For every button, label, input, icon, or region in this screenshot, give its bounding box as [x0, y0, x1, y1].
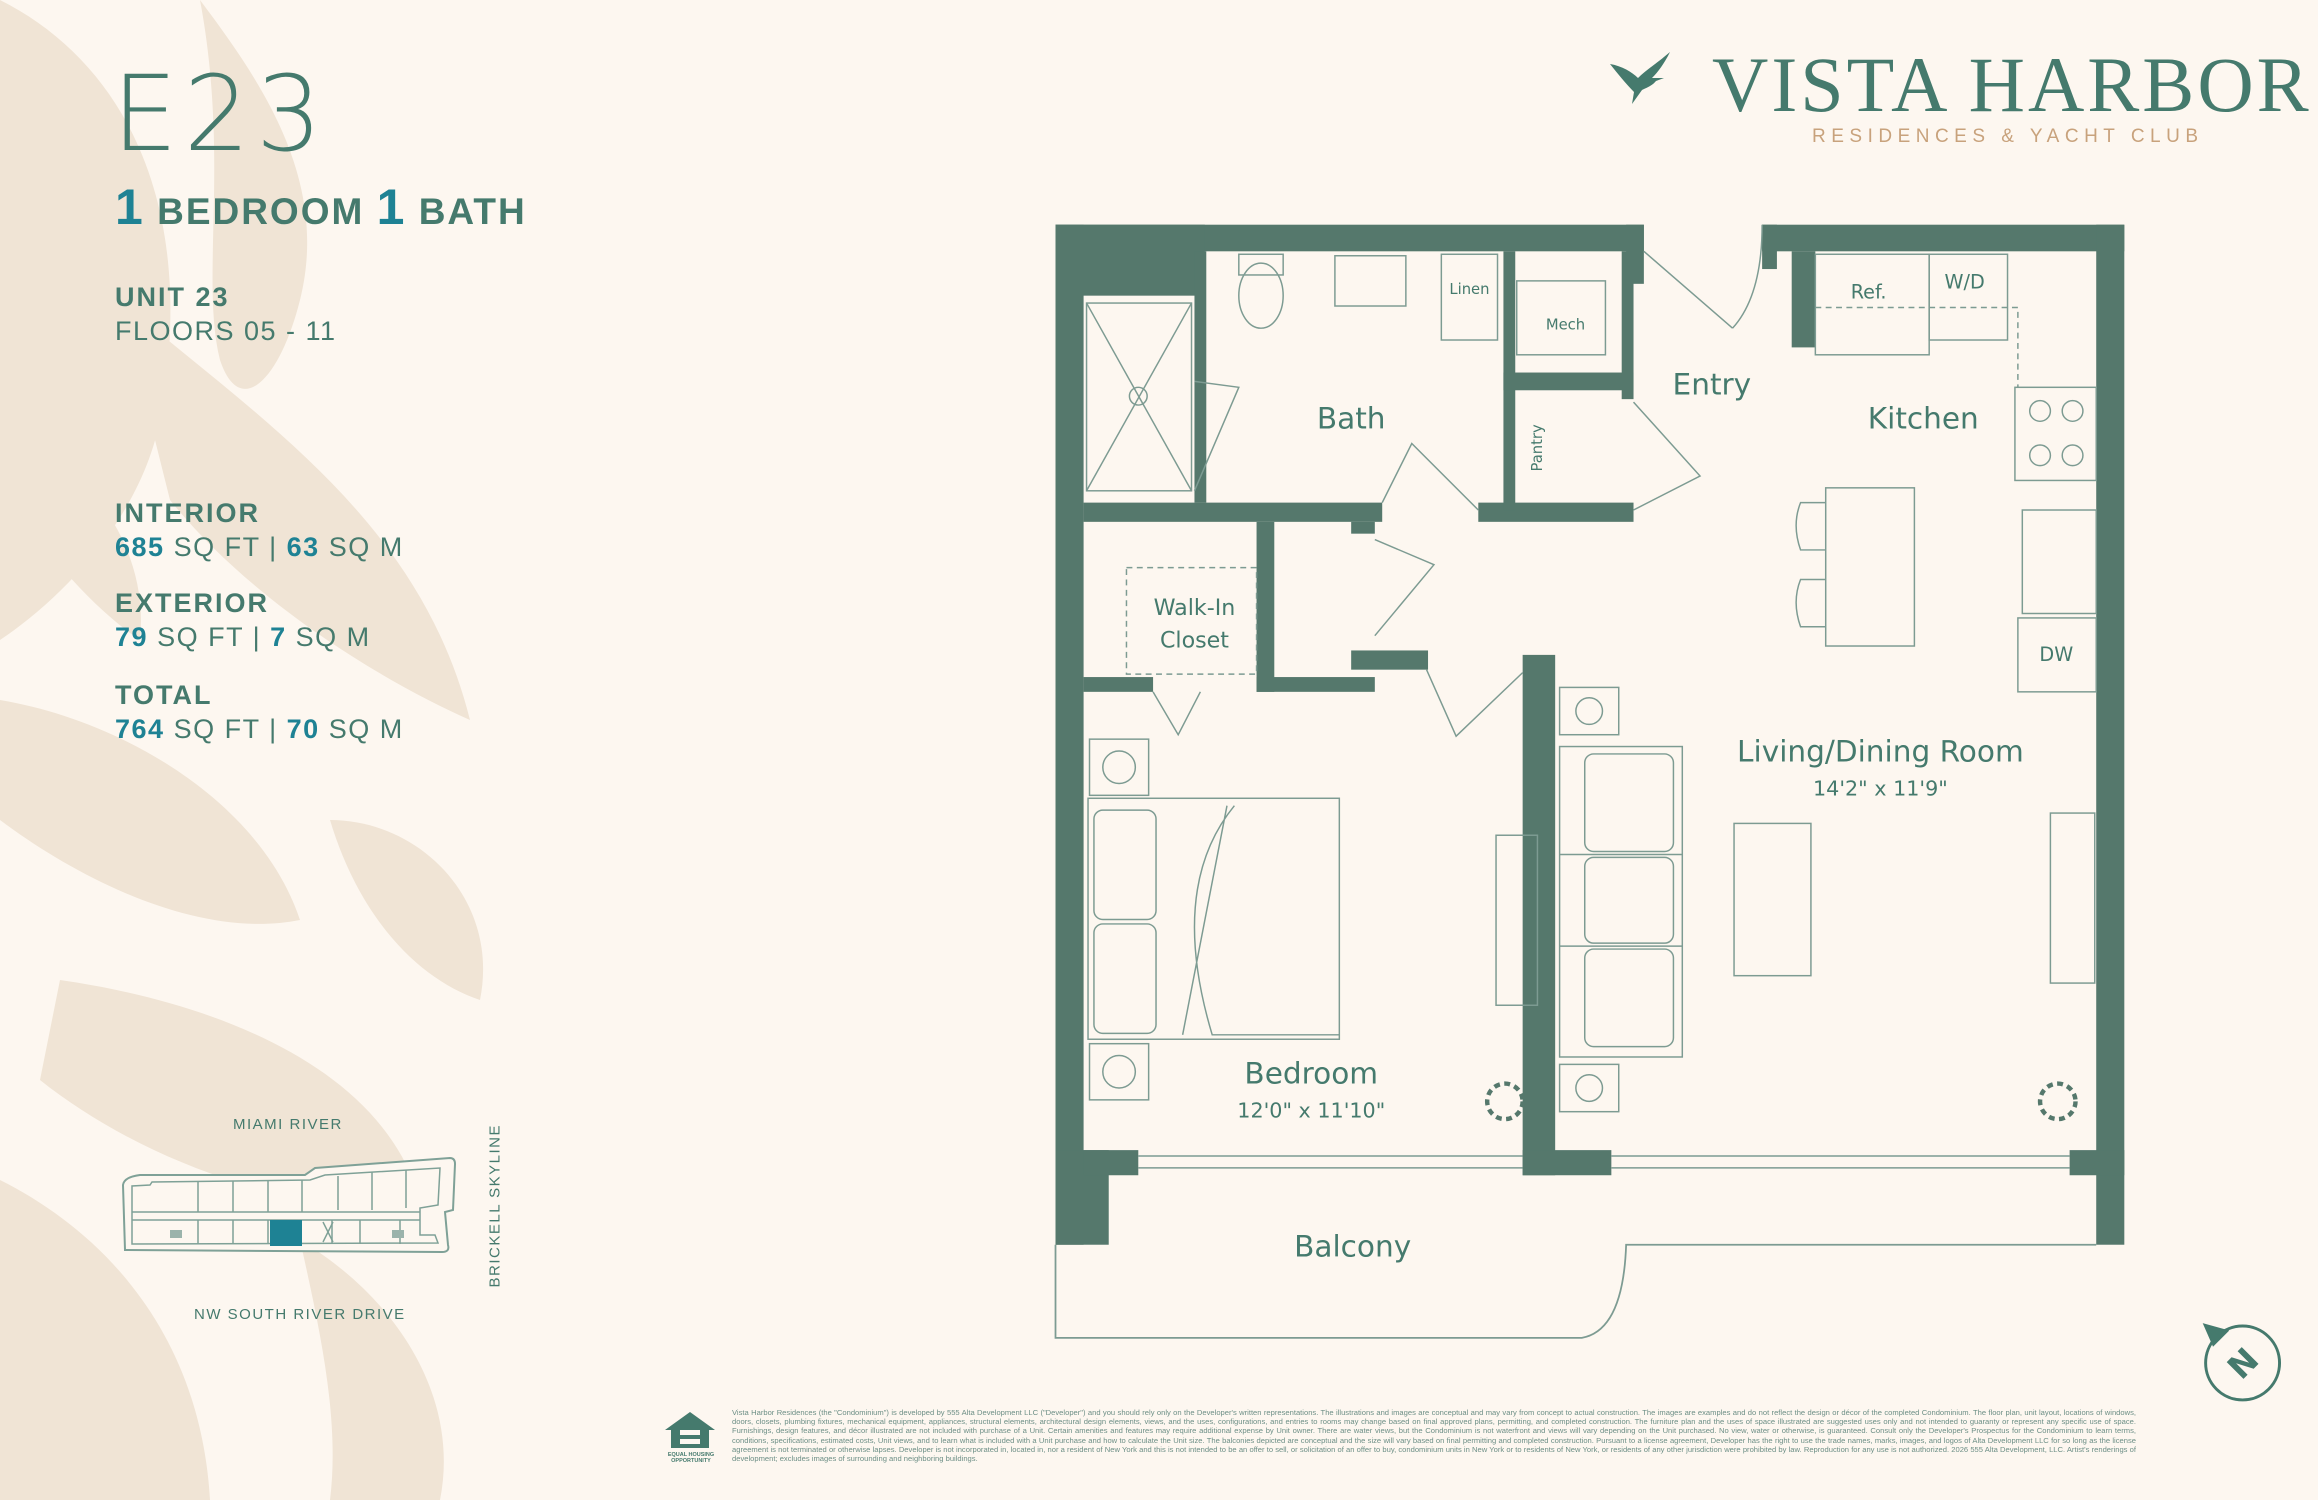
exterior-label: EXTERIOR [115, 588, 270, 618]
bed-bath-summary: 1 BEDROOM 1 BATH [115, 178, 527, 236]
room-label-pantry: Pantry [1529, 424, 1546, 472]
brand-name: VISTA HARBOR [1712, 41, 2312, 128]
room-label-wd: W/D [1945, 270, 1985, 293]
sqm-unit: SQ M [295, 622, 371, 652]
walls [1055, 224, 2125, 1245]
equal-housing-label: EQUAL HOUSING OPPORTUNITY [667, 1452, 715, 1464]
total-sqm: 70 [286, 714, 320, 744]
total-label: TOTAL [115, 680, 213, 710]
exterior-area: 79 SQ FT | 7 SQ M [115, 622, 371, 652]
shower [1085, 302, 1193, 492]
door-swings [1152, 224, 1763, 738]
sqm-unit: SQ M [328, 532, 404, 562]
coffee-table [1733, 822, 1812, 977]
key-plan-unit-highlight [270, 1220, 302, 1246]
sqft-unit: SQ FT [173, 714, 261, 744]
room-label-bedroom: Bedroom [1244, 1057, 1378, 1091]
interior-label: INTERIOR [115, 498, 261, 528]
room-label-ref: Ref. [1851, 281, 1887, 304]
sofa [1558, 745, 1684, 1058]
interior-area: 685 SQ FT | 63 SQ M [115, 532, 404, 562]
room-label-linen: Linen [1449, 281, 1489, 298]
brand-tagline: RESIDENCES & YACHT CLUB [1812, 126, 2204, 147]
living-dimensions: 14'2" x 11'9" [1813, 776, 1948, 800]
key-plan-building [121, 1156, 457, 1254]
bath-label: BATH [418, 191, 527, 232]
bedroom-label: BEDROOM [157, 191, 365, 232]
room-label-living: Living/Dining Room [1737, 734, 2024, 768]
fixtures [1085, 253, 2097, 1113]
room-label-mech: Mech [1546, 317, 1585, 334]
bedroom-count: 1 [115, 179, 145, 235]
stove [2014, 386, 2097, 482]
room-label-closet-2: Closet [1160, 627, 1229, 653]
bath-count: 1 [376, 179, 407, 235]
refrigerator [1814, 253, 1930, 356]
heron-logo-icon [1610, 52, 1670, 104]
kitchen-sink [2021, 509, 2097, 615]
windows [1138, 1155, 2070, 1169]
interior-sqft: 685 [115, 532, 165, 562]
room-label-kitchen: Kitchen [1868, 402, 1979, 436]
tv-console [1495, 834, 1539, 1006]
compass-north-icon: N [2202, 1323, 2282, 1402]
washer-dryer [1928, 253, 2009, 341]
unit-number: UNIT 23 [115, 282, 230, 312]
sqm-unit: SQ M [328, 714, 404, 744]
unit-code-title: E23 [112, 53, 329, 175]
balcony-outline [1054, 1243, 2097, 1339]
sqft-unit: SQ FT [173, 532, 261, 562]
kitchen-island [1824, 487, 1916, 647]
total-area: 764 SQ FT | 70 SQ M [115, 714, 404, 744]
floors-range: FLOORS 05 - 11 [115, 316, 337, 346]
key-plan-south-label: NW SOUTH RIVER DRIVE [194, 1306, 406, 1323]
bedroom-dimensions: 12'0" x 11'10" [1237, 1099, 1385, 1123]
legal-disclaimer: Vista Harbor Residences (the "Condominiu… [732, 1408, 2136, 1464]
interior-sqm: 63 [286, 532, 320, 562]
key-plan-north-label: MIAMI RIVER [233, 1116, 343, 1133]
total-sqft: 764 [115, 714, 165, 744]
bath-sink [1334, 255, 1407, 307]
bed [1087, 797, 1341, 1040]
plants [1484, 1081, 2078, 1122]
sqft-unit: SQ FT [157, 622, 244, 652]
room-label-dw: DW [2039, 643, 2073, 666]
room-label-closet: Walk-In [1154, 595, 1236, 621]
exterior-sqm: 7 [270, 622, 287, 652]
room-label-balcony: Balcony [1294, 1230, 1411, 1264]
toilet [1238, 262, 1284, 329]
room-label-bath: Bath [1317, 402, 1386, 436]
room-label-entry: Entry [1673, 368, 1752, 402]
equal-housing-icon [665, 1412, 715, 1448]
exterior-sqft: 79 [115, 622, 149, 652]
